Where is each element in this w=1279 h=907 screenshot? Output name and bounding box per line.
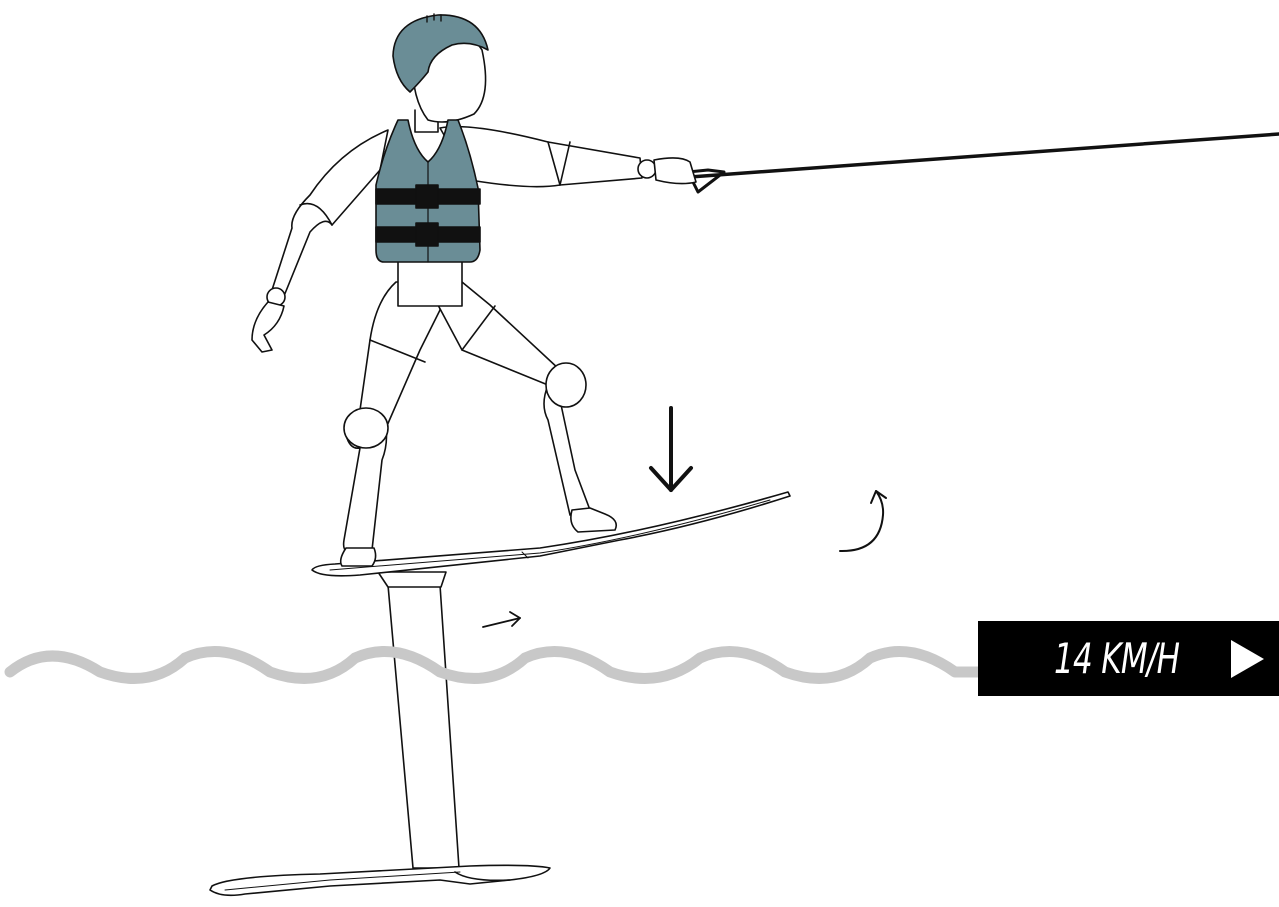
vest-buckle-upper (416, 185, 438, 208)
foil-board (312, 492, 790, 576)
left-arm (272, 130, 388, 296)
curved-arrow-icon (840, 491, 886, 551)
play-triangle-icon (1231, 640, 1264, 678)
foil-mast (388, 585, 459, 868)
right-knee (546, 363, 586, 407)
down-arrow-icon (651, 408, 691, 490)
speed-badge: 14 KM/H (978, 621, 1279, 696)
right-arrow-icon (483, 612, 520, 627)
water-wave (10, 652, 978, 679)
left-knee (344, 408, 388, 448)
tow-rope (690, 134, 1279, 177)
right-foot (571, 508, 616, 532)
right-hand (654, 158, 696, 184)
hips (398, 260, 462, 306)
left-foot (341, 548, 376, 566)
speed-label: 14 KM/H (1054, 638, 1179, 680)
vest-buckle-lower (416, 223, 438, 246)
mast-plate (378, 572, 446, 587)
left-hand (252, 302, 284, 352)
